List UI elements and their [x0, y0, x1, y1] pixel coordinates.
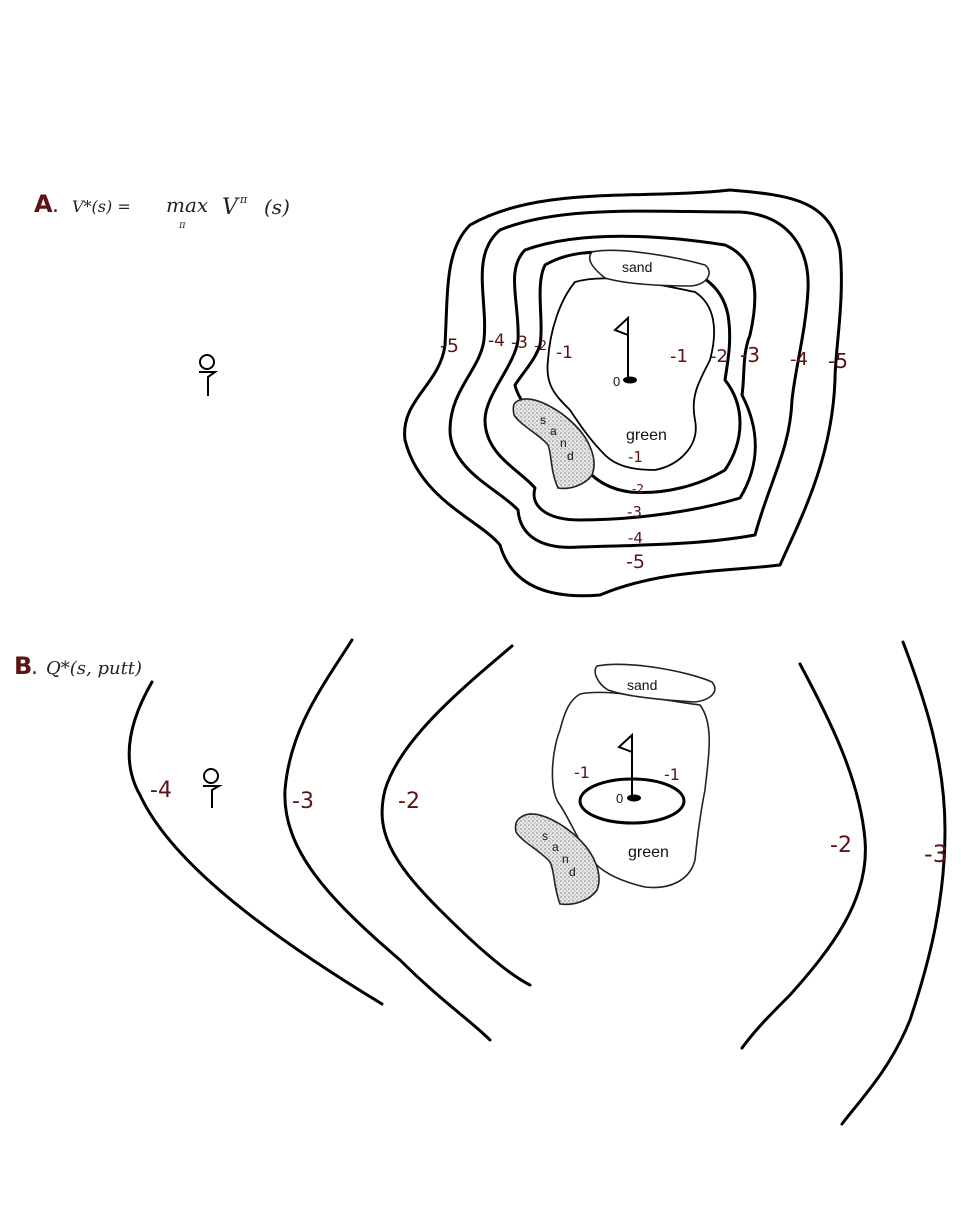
b-label-minus2-left: -2: [398, 789, 420, 814]
contour-a-minus1-green: [546, 277, 716, 471]
flag-icon: [613, 315, 637, 384]
sand-left-letter-3: n: [560, 436, 567, 450]
panel-b-letter: B: [14, 652, 32, 680]
a-label-right-minus4: -4: [790, 349, 808, 370]
contour-b-minus3: [283, 638, 492, 1042]
sand-trap-left: [512, 398, 595, 490]
golf-ball-tee-icon-b: [203, 768, 223, 808]
a-label-left-minus1: -1: [556, 343, 573, 363]
a-label-bottom-minus2: -2: [632, 482, 644, 496]
panel-a-dot: .: [52, 193, 59, 218]
panel-a-formula-sup: π: [239, 193, 248, 206]
contour-b-minus4: [127, 680, 384, 1006]
panel-b-dot: .: [31, 655, 38, 680]
contour-b-minus2-right: [740, 662, 867, 1050]
panel-a: A . V*(s) = max π V π (s) sand s a n d: [34, 188, 848, 598]
green-label-a: green: [626, 427, 667, 444]
sand-left-letter-4: d: [567, 449, 574, 463]
b-label-minus2-right: -2: [830, 833, 852, 858]
panel-a-formula-sub: π: [178, 220, 186, 231]
b-label-minus4: -4: [150, 778, 172, 803]
a-label-right-minus5: -5: [828, 349, 848, 373]
sand-left-letter-2: a: [550, 424, 557, 438]
flag-icon-b: [617, 732, 641, 802]
contour-a-minus5: [403, 188, 843, 598]
a-label-bottom-minus5: -5: [626, 551, 645, 573]
sand-left-letter-4-b: d: [569, 865, 576, 879]
a-label-bottom-minus3: -3: [627, 503, 642, 521]
sand-trap-left-b: [514, 813, 600, 906]
sand-left-letter-1-b: s: [542, 829, 548, 843]
a-label-bottom-minus1: -1: [628, 448, 643, 466]
contour-b-minus3-right: [840, 640, 947, 1126]
hole-value-b: 0: [616, 791, 623, 806]
a-label-right-minus3: -3: [740, 343, 760, 367]
sand-top-label: sand: [622, 259, 652, 275]
sand-top-label-b: sand: [627, 677, 657, 693]
panel-b-formula: Q*(s, putt): [46, 658, 142, 679]
sand-left-letter-2-b: a: [552, 840, 559, 854]
panel-a-formula-lhs: V*(s) =: [72, 197, 131, 216]
hole-value-a: 0: [613, 374, 620, 389]
contour-a-minus3: [483, 234, 757, 522]
panel-a-formula-v: V: [222, 195, 240, 220]
panel-b: B . Q*(s, putt) sand s a n d 0: [14, 638, 948, 1126]
contour-a-minus4: [448, 209, 810, 549]
contour-b-minus2-left: [380, 644, 532, 987]
b-green-label-left-minus1: -1: [574, 763, 590, 782]
sand-left-letter-3-b: n: [562, 852, 569, 866]
a-label-bottom-minus4: -4: [628, 529, 643, 547]
a-label-left-minus4: -4: [488, 331, 505, 351]
sand-trap-top: [588, 249, 710, 287]
panel-a-formula-max: max: [166, 193, 208, 217]
a-label-left-minus2: -2: [534, 339, 547, 354]
a-label-left-minus3: -3: [511, 333, 528, 353]
sand-trap-top-b: [594, 663, 716, 703]
a-label-right-minus1: -1: [670, 346, 688, 367]
sand-left-letter-1: s: [540, 413, 546, 427]
b-label-minus3: -3: [292, 789, 314, 814]
b-label-minus3-right: -3: [924, 840, 948, 868]
b-green-label-right-minus1: -1: [664, 765, 680, 784]
green-label-b: green: [628, 844, 669, 861]
a-label-right-minus2: -2: [710, 346, 728, 367]
panel-a-formula-arg: (s): [264, 195, 290, 219]
a-label-left-minus5: -5: [440, 335, 459, 357]
golf-ball-tee-icon: [199, 354, 219, 396]
green-b: [551, 691, 711, 889]
panel-a-letter: A: [34, 190, 53, 218]
